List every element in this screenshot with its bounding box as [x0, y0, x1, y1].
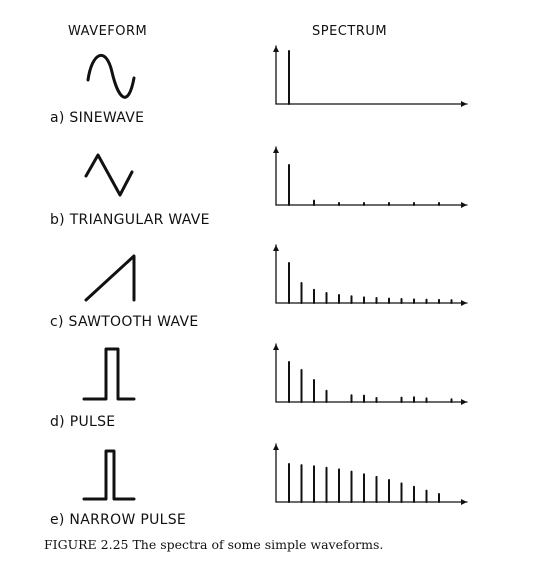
spectrum-header: SPECTRUM	[312, 24, 388, 39]
triangle-waveform	[84, 153, 134, 197]
y-axis-arrow	[273, 444, 279, 450]
y-axis-arrow	[273, 344, 279, 350]
x-axis-arrow	[461, 300, 467, 306]
sine-waveform	[86, 53, 136, 99]
sawtooth-waveform	[84, 254, 136, 302]
label-pulse: d) PULSE	[50, 414, 116, 430]
x-axis-arrow	[461, 399, 467, 405]
x-axis-arrow	[461, 499, 467, 505]
label-sinewave: a) SINEWAVE	[50, 110, 145, 126]
y-axis-arrow	[273, 46, 279, 52]
figure-caption: FIGURE 2.25 The spectra of some simple w…	[44, 537, 384, 552]
pulse-waveform	[82, 347, 136, 401]
label-triangular-wave: b) TRIANGULAR WAVE	[50, 212, 210, 228]
y-axis-arrow	[273, 147, 279, 153]
y-axis-arrow	[273, 245, 279, 251]
waveform-header: WAVEFORM	[68, 24, 148, 39]
narrow-pulse-waveform	[82, 449, 136, 501]
label-narrow-pulse: e) NARROW PULSE	[50, 512, 187, 528]
label-sawtooth-wave: c) SAWTOOTH WAVE	[50, 314, 199, 330]
x-axis-arrow	[461, 202, 467, 208]
x-axis-arrow	[461, 101, 467, 107]
